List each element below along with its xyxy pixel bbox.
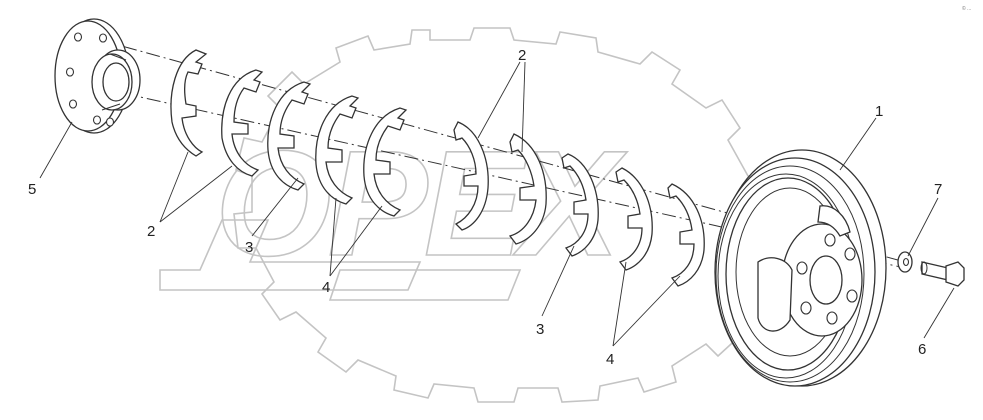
callout-1: 1	[875, 103, 883, 120]
bolt	[920, 261, 965, 287]
callouts: 1 2 2 3 3 4 4 5 6 7	[28, 47, 942, 368]
callout-7: 7	[934, 181, 942, 198]
plate-2d	[508, 133, 547, 245]
assembly-axes	[99, 39, 906, 269]
callout-2-top: 2	[518, 47, 526, 64]
plate-2a	[170, 49, 208, 157]
plate-4b	[363, 107, 408, 217]
plate-2c	[453, 121, 489, 231]
plate-4a	[315, 95, 360, 205]
axis-line-lower	[99, 87, 906, 269]
plate-4c	[615, 167, 653, 271]
corner-mark: © ...	[962, 5, 971, 12]
callout-3-left: 3	[245, 239, 253, 256]
plate-3b	[561, 153, 599, 257]
callout-5: 5	[28, 181, 36, 198]
watermark-gear	[159, 27, 773, 403]
callout-6: 6	[918, 341, 926, 358]
callout-4-left: 4	[322, 279, 330, 296]
pulley	[714, 149, 887, 387]
leader-lines	[39, 61, 955, 347]
plate-4d	[667, 183, 705, 287]
washer	[897, 251, 913, 273]
axis-line-upper	[99, 39, 906, 263]
callout-3-right: 3	[536, 321, 544, 338]
callout-2-left: 2	[147, 223, 155, 240]
hub-flange	[54, 18, 141, 134]
callout-4-right: 4	[606, 351, 614, 368]
plate-2b	[221, 69, 264, 177]
